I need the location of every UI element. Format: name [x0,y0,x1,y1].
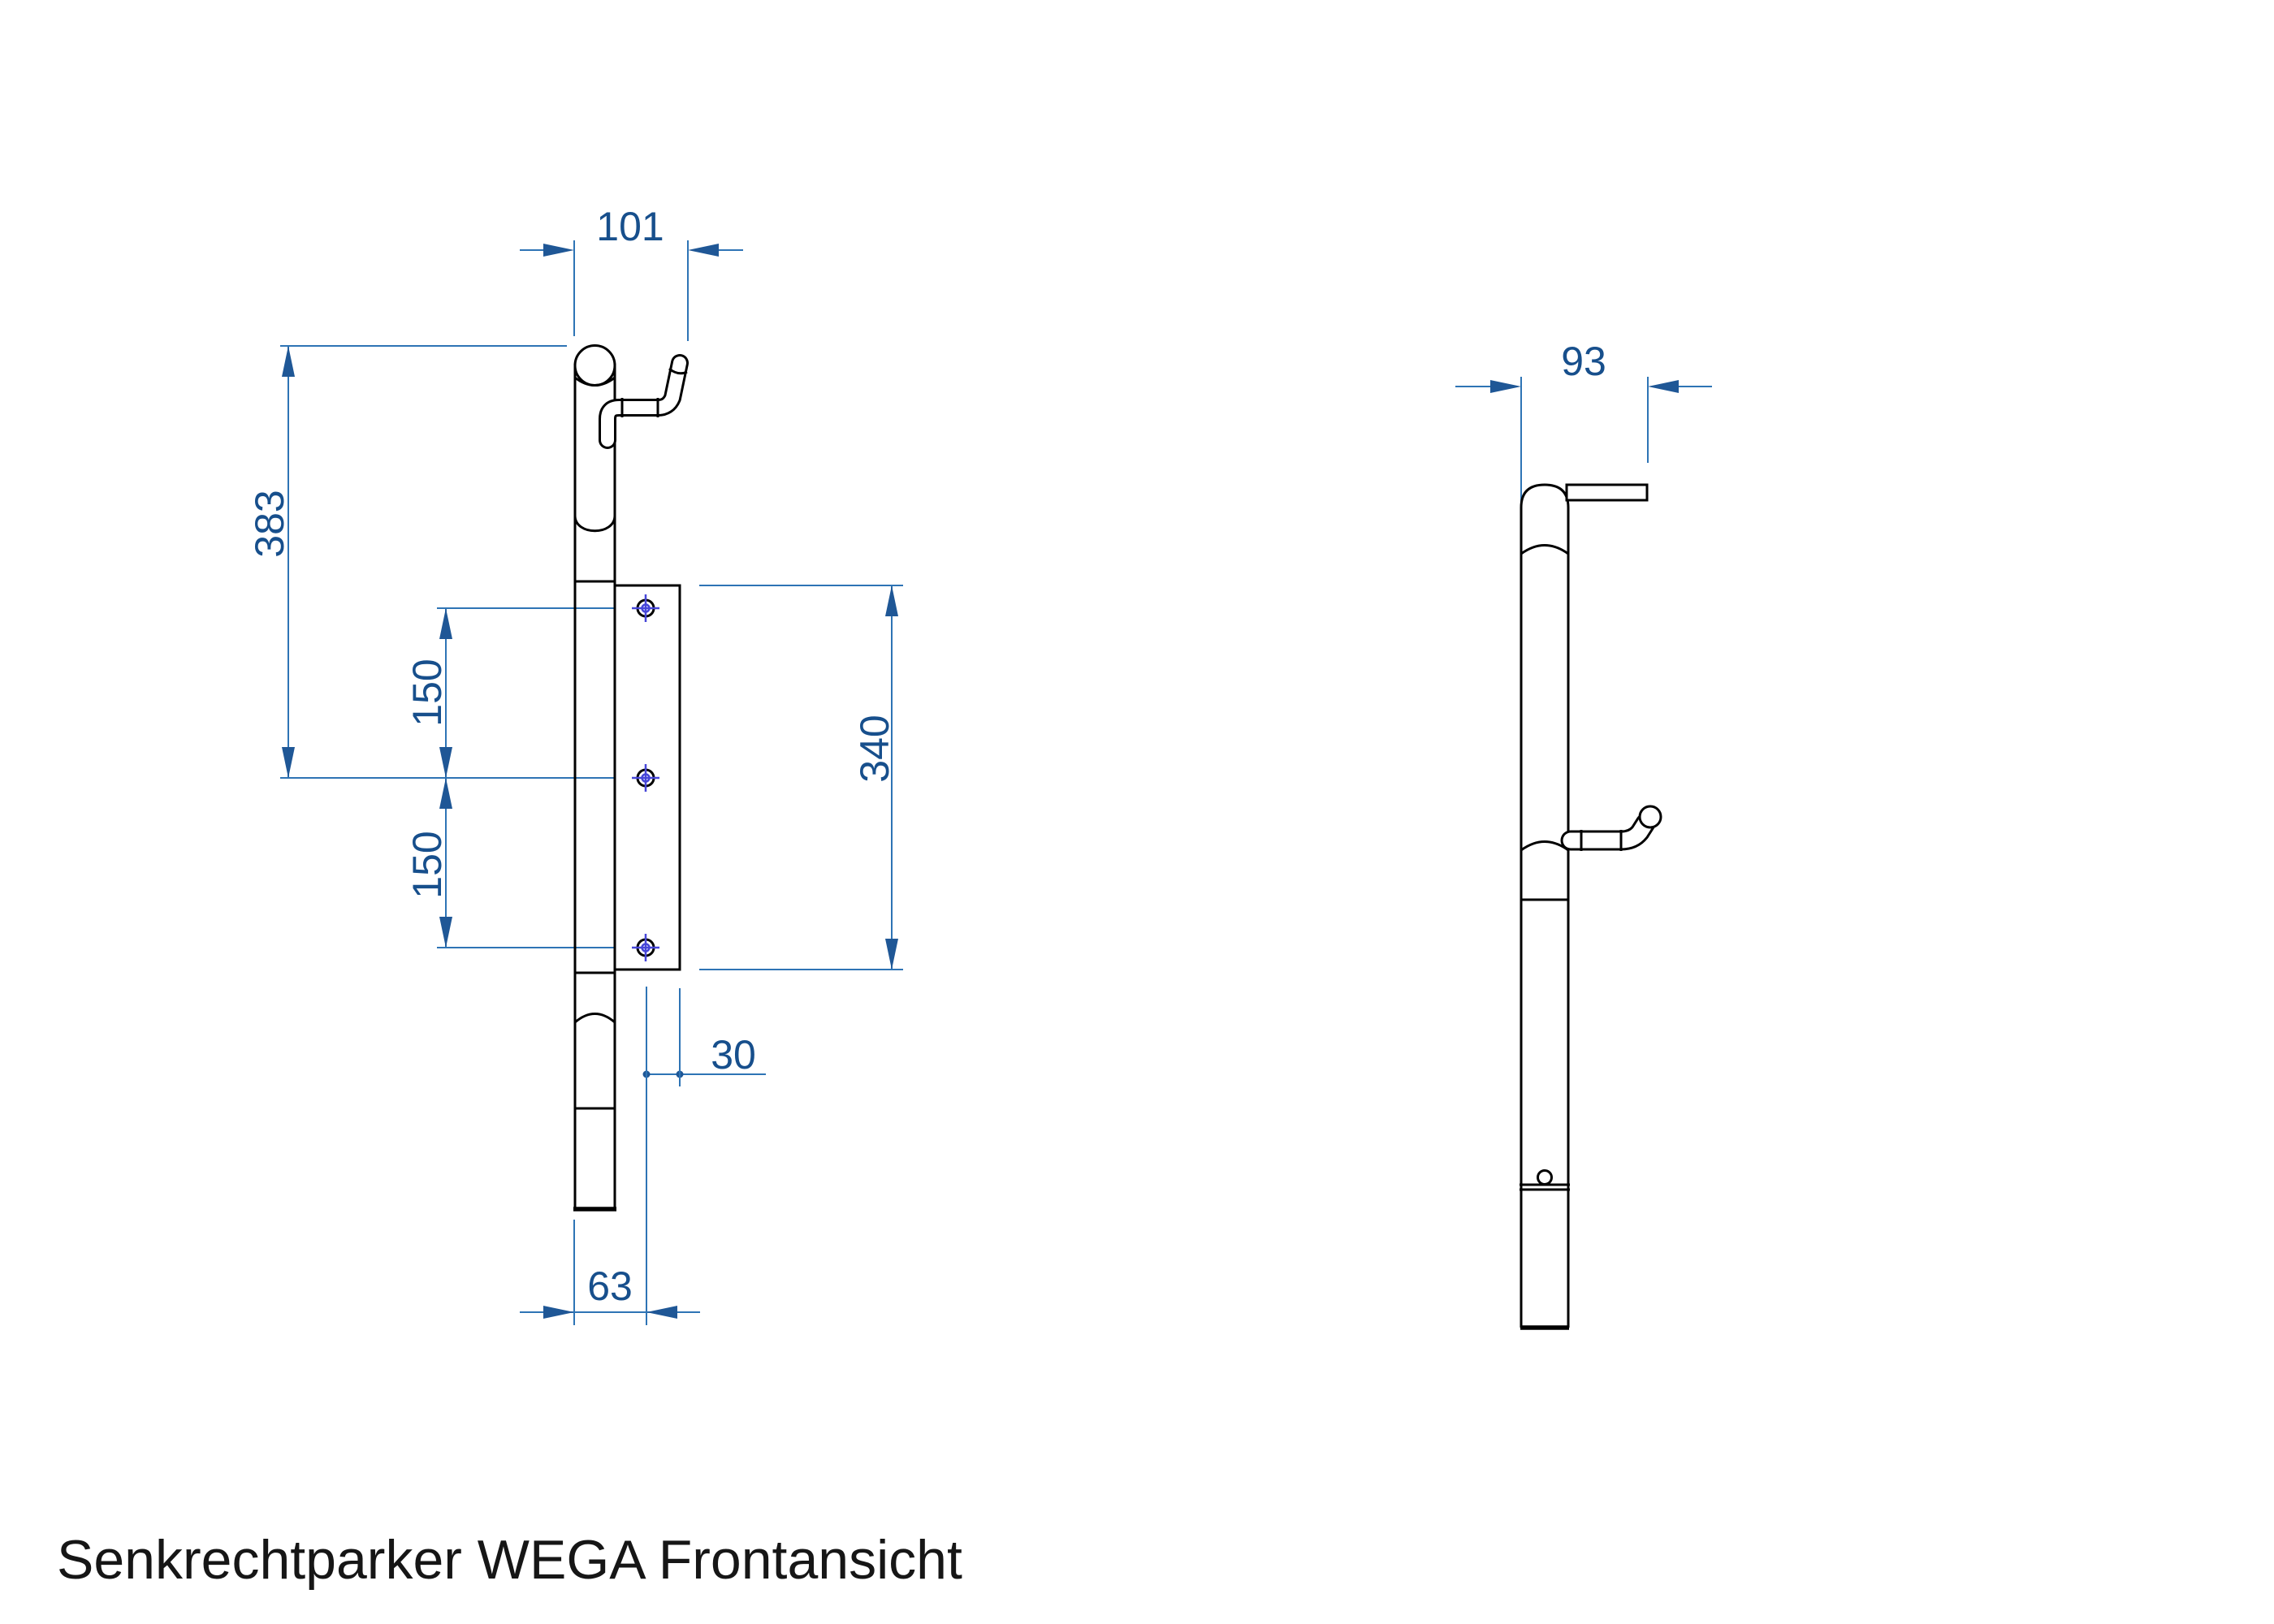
side-inner-tube-dome [1520,840,1569,852]
front-pole-joint-lines [575,580,615,1110]
dim-front-hole-spacing-lower-label: 150 [404,831,450,898]
dim-front-hole-edge-offset-label: 30 [711,1032,756,1078]
drawing-caption: Senkrechtparker WEGA Frontansicht [57,1529,962,1591]
dim-front-hole-spacing-upper-label: 150 [404,659,450,726]
front-pole-ball-collar [574,376,616,387]
front-mounting-hole-top [632,594,659,622]
front-mounting-hole-bottom [632,934,659,961]
dim-front-overall-height-label: 383 [247,490,292,557]
side-view-drawing [1520,483,1662,1330]
front-inner-tube-bottom [573,515,616,533]
dim-side-top-width: 93 [1455,339,1712,528]
dim-front-hole-spacing-lower: 150 [404,778,614,948]
dim-front-hole-edge-offset: 30 [642,987,766,1325]
front-mounting-hole-middle [632,764,659,792]
side-hook-tip [1638,805,1662,829]
dim-front-hole-spacing-upper: 150 [404,607,614,778]
dim-front-top-width-label: 101 [596,204,664,249]
dim-front-plate-height-label: 340 [852,715,897,782]
side-joint-double-line [1520,1183,1570,1191]
front-view-drawing [573,344,689,1212]
front-pole-edges [573,364,616,1209]
dim-front-overall-height: 383 [247,345,614,779]
front-hook-cap-line [668,367,688,375]
front-lower-tube-dome [574,1013,616,1024]
dim-front-bottom-width: 63 [520,1220,700,1325]
dim-front-plate-height: 340 [699,585,903,970]
dim-front-top-width: 101 [520,204,743,341]
front-hook-joint-lines [620,398,659,417]
dim-side-top-width-label: 93 [1561,339,1606,384]
side-pole-outline [1520,483,1570,1328]
front-bike-hook [599,354,689,449]
dim-front-bottom-width-label: 63 [587,1263,633,1309]
side-top-bar [1565,483,1649,502]
front-pole-ball-top [573,344,616,387]
side-hook-joint-lines [1580,830,1623,851]
dimension-layer: 101 383 150 150 [247,204,1712,1325]
side-sleeve-dome [1520,544,1569,555]
side-bike-hook [1560,805,1662,851]
